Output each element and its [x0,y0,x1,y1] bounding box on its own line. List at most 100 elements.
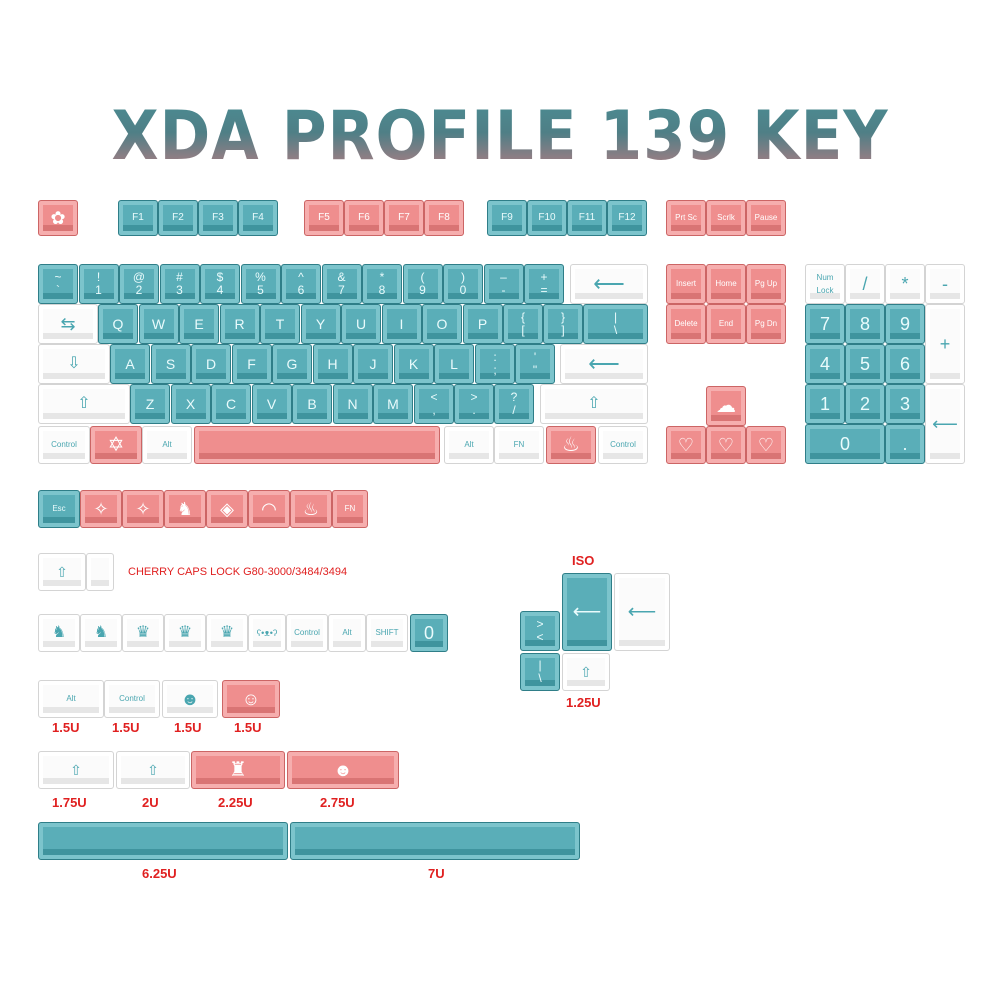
key-crown-1[interactable]: ♛ [122,614,164,652]
key-prtsc[interactable]: Prt Sc [666,200,706,236]
key-arrow-right-heart[interactable]: ♡ [746,426,786,464]
key-wand-2[interactable]: ✧ [122,490,164,528]
key-c[interactable]: C [211,384,251,424]
key-fn-pink[interactable]: FN [332,490,368,528]
key-cherry-shift[interactable]: ⇧ [38,553,86,591]
key-cupcake[interactable]: ♨ [546,426,596,464]
key-end[interactable]: End [706,304,746,344]
key-esc[interactable]: Esc [38,490,80,528]
key-v[interactable]: V [251,384,292,424]
key-m[interactable]: M [373,384,413,424]
key-alt-1-5u[interactable]: Alt [38,680,104,718]
key-f10[interactable]: F10 [527,200,567,236]
key-cherry-blank[interactable] [86,553,114,591]
key-f7[interactable]: F7 [384,200,424,236]
key-num-11[interactable]: –- [483,264,524,304]
key-angel-1-5u[interactable]: ☺ [222,680,280,718]
key-y[interactable]: Y [300,304,341,344]
key-pause[interactable]: Pause [746,200,786,236]
key-np-6[interactable]: 6 [885,344,925,384]
key-gem[interactable]: ◈ [206,490,248,528]
key-spacebar-7u[interactable] [290,822,580,860]
key-crown-2[interactable]: ♛ [164,614,206,652]
key-f1[interactable]: F1 [118,200,158,236]
key-unicorn-white-2[interactable]: ♞ [80,614,122,652]
key-h[interactable]: H [312,344,353,384]
key-control-left[interactable]: Control [38,426,90,464]
key-b[interactable]: B [292,384,332,424]
key-f2[interactable]: F2 [158,200,198,236]
key-unicorn[interactable]: ♞ [164,490,206,528]
key-num-6[interactable]: ^6 [281,264,321,304]
key-arrow-up-cloud[interactable]: ☁ [706,386,746,426]
key-s[interactable]: S [150,344,191,384]
key-np-dot[interactable]: . [885,424,925,464]
key-f8[interactable]: F8 [424,200,464,236]
key-cupcake-2[interactable]: ♨ [290,490,332,528]
key-f4[interactable]: F4 [238,200,278,236]
key-i[interactable]: I [381,304,422,344]
key-quote[interactable]: '" [515,344,555,384]
key-fn[interactable]: FN [494,426,544,464]
key-arrow-left-heart[interactable]: ♡ [666,426,706,464]
key-e[interactable]: E [179,304,219,344]
key-p[interactable]: P [462,304,503,344]
key-l[interactable]: L [434,344,474,384]
key-num-10[interactable]: )0 [443,264,483,304]
key-iso-enter-teal[interactable]: ⟵ [562,573,612,651]
key-spacebar[interactable] [194,426,440,464]
key-backslash[interactable]: |\ [583,304,648,344]
key-np-4[interactable]: 4 [805,344,845,384]
key-f11[interactable]: F11 [567,200,607,236]
key-control-right[interactable]: Control [598,426,648,464]
key-insert[interactable]: Insert [666,264,706,304]
key-slash[interactable]: ?/ [494,384,534,424]
key-shift-2u[interactable]: ⇧ [116,751,190,789]
key-r[interactable]: R [219,304,260,344]
key-numlock[interactable]: Num Lock [805,264,845,304]
key-np-2[interactable]: 2 [845,384,885,424]
key-o[interactable]: O [422,304,462,344]
key-f3[interactable]: F3 [198,200,238,236]
key-num-2[interactable]: @2 [119,264,159,304]
key-np-3[interactable]: 3 [885,384,925,424]
key-scrlk[interactable]: Scrlk [706,200,746,236]
key-a[interactable]: A [110,344,150,384]
key-np-plus[interactable]: + [925,304,965,384]
key-wand[interactable]: ✧ [80,490,122,528]
key-alt-left[interactable]: Alt [142,426,192,464]
key-num-12[interactable]: += [524,264,564,304]
key-t[interactable]: T [260,304,300,344]
key-np-minus[interactable]: - [925,264,965,304]
key-f5[interactable]: F5 [304,200,344,236]
key-np-star[interactable]: * [885,264,925,304]
key-castle-2-25u[interactable]: ♜ [191,751,285,789]
key-alt-right[interactable]: Alt [444,426,494,464]
key-devil-1-5u[interactable]: ☻ [162,680,218,718]
key-num-0[interactable]: ~` [38,264,78,304]
key-shift-right[interactable]: ⇧ [540,384,648,424]
key-k[interactable]: K [393,344,434,384]
key-f9[interactable]: F9 [487,200,527,236]
key-j[interactable]: J [353,344,393,384]
key-iso-angle[interactable]: >< [520,611,560,651]
key-spacebar-6-25u[interactable] [38,822,288,860]
key-zero-extra[interactable]: 0 [410,614,448,652]
flower-key[interactable]: ✿ [38,200,78,236]
key-period[interactable]: >. [454,384,494,424]
key-num-3[interactable]: #3 [159,264,200,304]
key-backspace[interactable]: ⟵ [570,264,648,304]
key-np-1[interactable]: 1 [805,384,845,424]
key-q[interactable]: Q [98,304,138,344]
key-f12[interactable]: F12 [607,200,647,236]
key-delete[interactable]: Delete [666,304,706,344]
key-num-4[interactable]: $4 [200,264,240,304]
key-np-7[interactable]: 7 [805,304,845,344]
key-semicolon[interactable]: :; [475,344,515,384]
key-shift-1-75u[interactable]: ⇧ [38,751,114,789]
key-crown-3[interactable]: ♛ [206,614,248,652]
key-bracket-right[interactable]: }] [543,304,583,344]
key-num-8[interactable]: *8 [362,264,402,304]
key-shift-extra[interactable]: SHIFT [366,614,408,652]
key-np-0[interactable]: 0 [805,424,885,464]
